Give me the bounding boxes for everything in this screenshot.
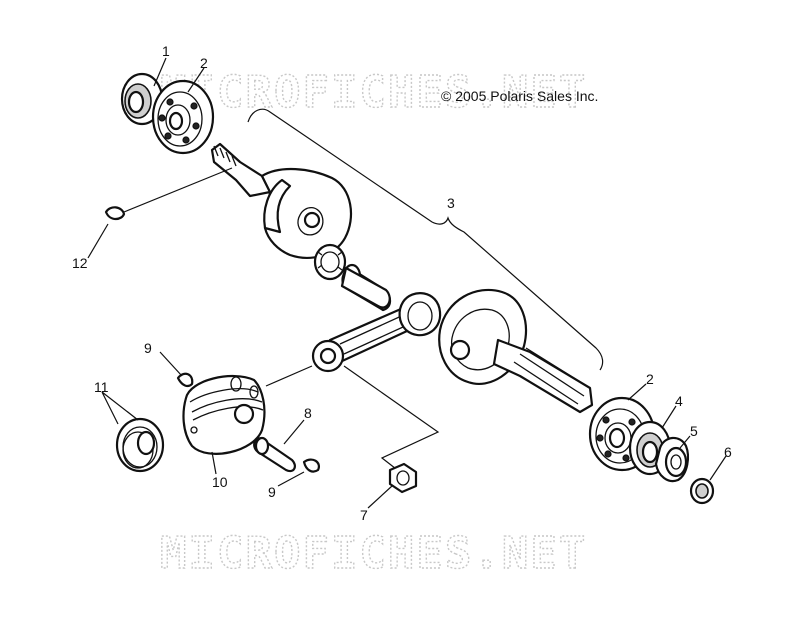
crankshaft-left-half [210, 142, 353, 259]
connecting-rod [311, 292, 442, 373]
callout-5: 5 [690, 423, 698, 439]
copyright-text: © 2005 Polaris Sales Inc. [441, 88, 598, 104]
leader-piston-rod [265, 365, 313, 387]
needle-bearing [313, 243, 347, 281]
woodruff-key-12 [104, 167, 233, 221]
callout-1: 1 [162, 43, 170, 59]
callout-7: 7 [360, 507, 368, 523]
piston-10 [182, 374, 266, 455]
watermark-top: MICROFICHES.NET [160, 67, 587, 118]
assembly-bracket-3 [247, 108, 604, 371]
piston-pin-8 [253, 436, 296, 473]
callout-6: 6 [724, 444, 732, 460]
ball-bearing-2-left [151, 79, 215, 155]
callout-numbers: 1 2 3 12 9 11 8 10 9 7 2 4 5 6 [72, 43, 732, 523]
callout-4: 4 [675, 393, 683, 409]
crankshaft-right-half [438, 288, 594, 414]
leader-rod-nut [343, 365, 440, 473]
callout-2-right: 2 [646, 371, 654, 387]
circlip-9-lower [302, 458, 320, 473]
circlip-9-upper [176, 372, 194, 388]
callout-8: 8 [304, 405, 312, 421]
piston-rings-11 [115, 417, 165, 473]
callout-11: 11 [94, 379, 109, 395]
watermark-bottom: MICROFICHES.NET [160, 528, 587, 579]
callout-2-left: 2 [200, 55, 208, 71]
callout-9-upper: 9 [144, 340, 152, 356]
collar-5 [654, 436, 689, 483]
callout-12: 12 [72, 255, 88, 271]
callout-10: 10 [212, 474, 228, 490]
washer-6 [689, 477, 715, 505]
callout-9-lower: 9 [268, 484, 276, 500]
callout-leaders [87, 57, 727, 509]
nut-7 [388, 462, 418, 494]
crank-sleeve [340, 266, 391, 309]
callout-3: 3 [447, 195, 455, 211]
